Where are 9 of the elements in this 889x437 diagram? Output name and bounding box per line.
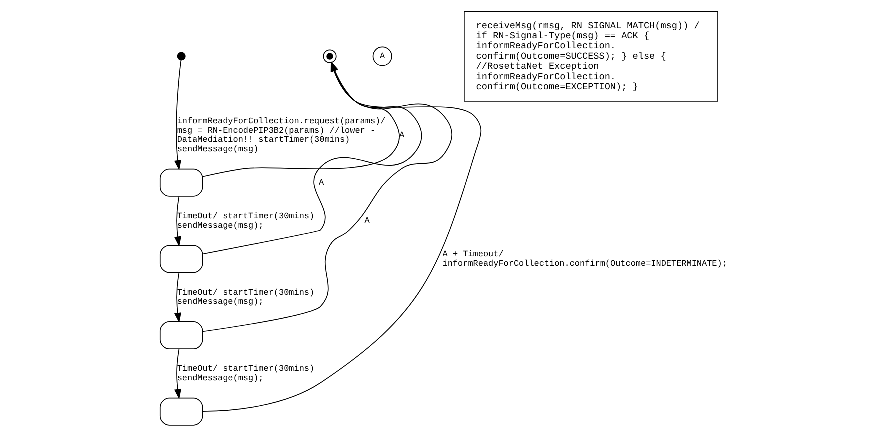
- edge-label: TimeOut/ startTimer(30mins) sendMessage(msg);: [177, 288, 315, 308]
- edge-label: A: [364, 216, 370, 226]
- edge-label: informReadyForCollection.request(params)/ msg = RN-EncodePIP3B2(params) //lower - DataMediation!! startTimer(30mins) sendMessage(msg): [177, 116, 386, 154]
- edge-label: A: [318, 178, 324, 188]
- edge-label: TimeOut/ startTimer(30mins) sendMessage(msg);: [177, 212, 315, 231]
- label: A: [380, 52, 386, 62]
- edge-label: A: [400, 130, 405, 141]
- edge-label: TimeOut/ startTimer(30mins) sendMessage(msg);: [177, 364, 315, 384]
- edge-label: A + Timeout/ informReadyForCollection.confirm(Outcome=INDETERMINATE);: [442, 250, 728, 269]
